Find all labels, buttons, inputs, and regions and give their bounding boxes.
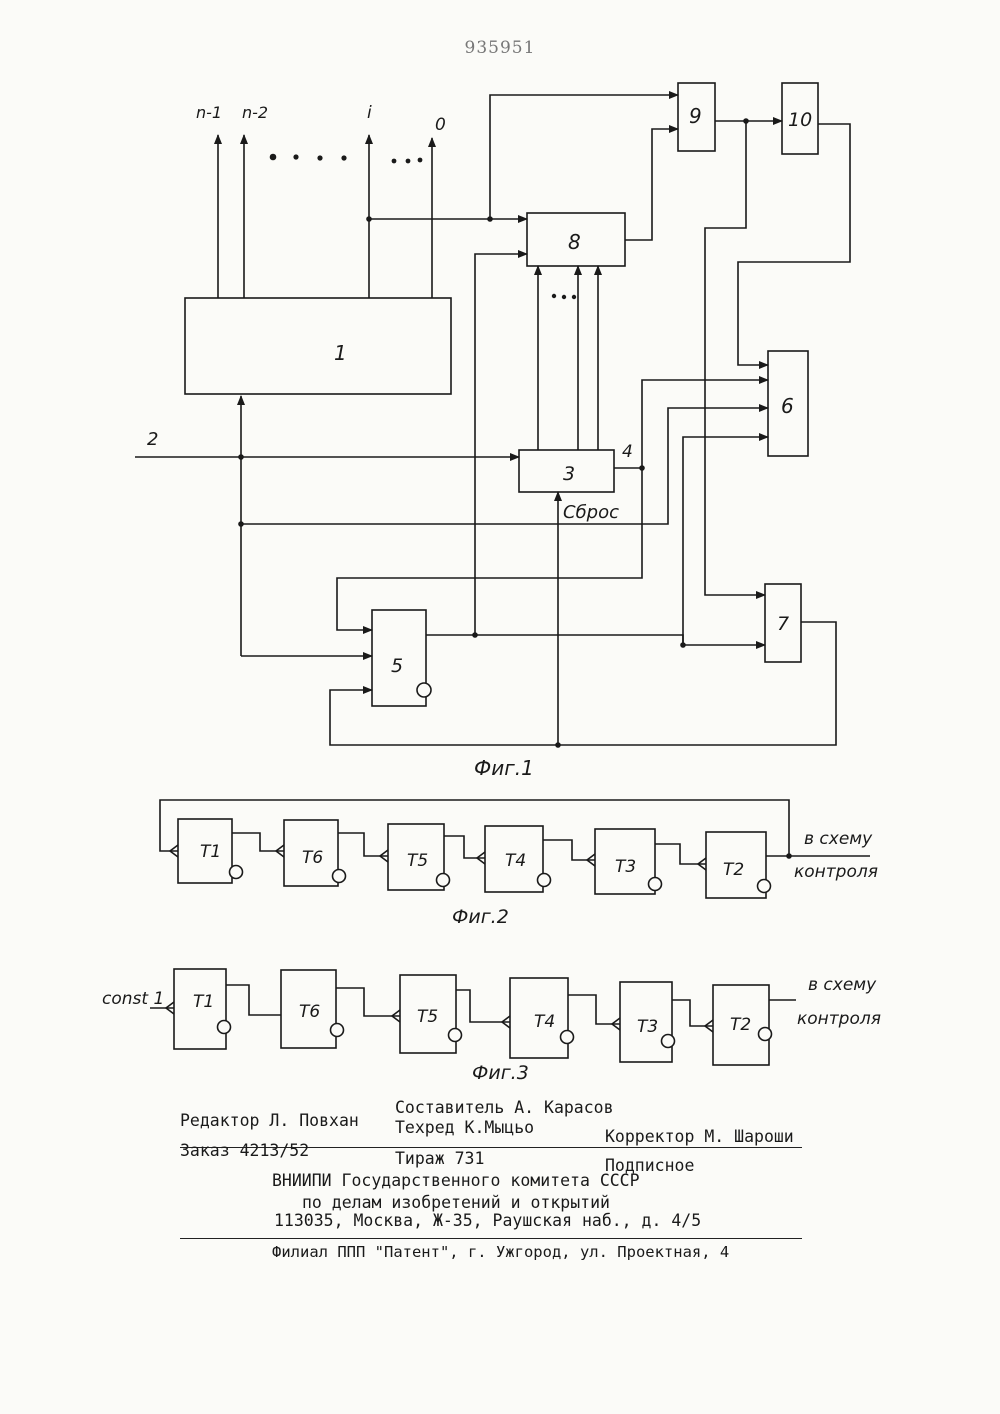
fig2-wire-t6-t5 — [338, 833, 388, 856]
fig2-trigger-label-t2: T2 — [723, 860, 744, 880]
block-9-label: 9 — [689, 104, 702, 128]
imprint-corrector: Корректор М. Шароши — [605, 1127, 794, 1146]
wire-8-to-9 — [625, 129, 678, 240]
output-label-i: i — [367, 103, 372, 123]
output-label-0: 0 — [435, 115, 446, 135]
fig2-wire-t3-t2 — [655, 844, 706, 864]
fig3-trigger-label-t6: T6 — [299, 1002, 320, 1022]
fig3-trigger-label-t4: T4 — [534, 1012, 555, 1032]
output-4-label: 4 — [622, 442, 633, 462]
block-8-label: 8 — [568, 230, 581, 254]
fig2-trigger-label-t5: T5 — [407, 851, 428, 871]
imprint-circulation: Тираж 731 — [395, 1149, 484, 1168]
fig3-trigger-label-t1: T1 — [193, 992, 214, 1012]
wire-to-9-top — [490, 95, 678, 219]
fig2-feedback-loop — [160, 800, 789, 856]
input-2-label: 2 — [147, 429, 158, 450]
fig3-input-label: const 1 — [102, 989, 164, 1009]
reset-label: Сброс — [563, 502, 619, 523]
fig2-output-label-line2: контроля — [794, 862, 878, 882]
fig2-trigger-label-t3: T3 — [615, 857, 636, 877]
fig2-wire-t1-t6 — [232, 833, 284, 851]
fig2-output-label-line1: в схему — [804, 829, 873, 849]
fig3-output-label-line2: контроля — [797, 1009, 881, 1029]
fig3-output-label-line1: в схему — [808, 975, 877, 995]
fig3-trigger-label-t5: T5 — [417, 1007, 438, 1027]
imprint-rule-bottom — [180, 1238, 802, 1239]
block-10-label: 10 — [788, 109, 812, 131]
imprint-address: 113035, Москва, Ж-35, Раушская наб., д. … — [274, 1211, 701, 1230]
imprint-branch: Филиал ППП "Патент", г. Ужгород, ул. Про… — [272, 1243, 729, 1261]
fig2-output-junction — [786, 853, 792, 859]
imprint-techred: Техред К.Мыцьо — [395, 1118, 534, 1137]
imprint-editor: Редактор Л. Повхан — [180, 1111, 359, 1130]
fig3-wire-t1-t6 — [226, 985, 281, 1015]
fig1-caption: Фиг.1 — [474, 756, 534, 780]
fig3-wire-t4-t3 — [568, 995, 620, 1024]
wire-10-to-6 — [738, 124, 850, 365]
fig2-trigger-label-t1: T1 — [200, 842, 221, 862]
wire-5-to-7 — [475, 635, 765, 645]
block-6-label: 6 — [781, 394, 794, 418]
wire-bus-to-6 — [241, 408, 768, 524]
fig2-caption: Фиг.2 — [452, 906, 509, 928]
figure-2 — [160, 800, 870, 898]
fig3-wire-t3-t2 — [672, 1000, 713, 1026]
fig3-wire-t6-t5 — [336, 988, 400, 1016]
output-label-n-2: n-2 — [242, 103, 268, 122]
fig3-caption: Фиг.3 — [472, 1062, 529, 1084]
imprint-org-line1: ВНИИПИ Государственного комитета СССР — [272, 1171, 640, 1190]
fig2-wire-t4-t3 — [543, 840, 595, 860]
block-7-label: 7 — [777, 613, 789, 635]
wire-5-to-6 — [683, 437, 768, 645]
block-1 — [185, 298, 451, 394]
block-5-label: 5 — [391, 655, 403, 677]
imprint-compiler: Составитель А. Карасов — [395, 1098, 614, 1117]
figure-3 — [150, 969, 796, 1065]
wire-9-to-7 — [705, 121, 765, 595]
imprint-org-line2: по делам изобретений и открытий — [302, 1193, 610, 1212]
fig2-wire-t5-t4 — [444, 836, 485, 858]
block-3-label: 3 — [563, 463, 575, 485]
fig3-trigger-label-t3: T3 — [637, 1017, 658, 1037]
block-5-inverse-input — [417, 683, 431, 697]
fig3-wire-t5-t4 — [456, 990, 510, 1022]
output-label-n-1: n-1 — [196, 103, 222, 122]
figure-1 — [135, 83, 850, 745]
fig2-trigger-label-t6: T6 — [302, 848, 323, 868]
junction-dots — [238, 118, 749, 748]
wire-7-feedback — [330, 622, 836, 745]
output-ellipsis-dots — [270, 154, 577, 299]
fig2-trigger-label-t4: T4 — [505, 851, 526, 871]
fig3-trigger-label-t2: T2 — [730, 1015, 751, 1035]
imprint-order: Заказ 4213/52 — [180, 1141, 309, 1160]
block-1-label: 1 — [334, 341, 347, 365]
